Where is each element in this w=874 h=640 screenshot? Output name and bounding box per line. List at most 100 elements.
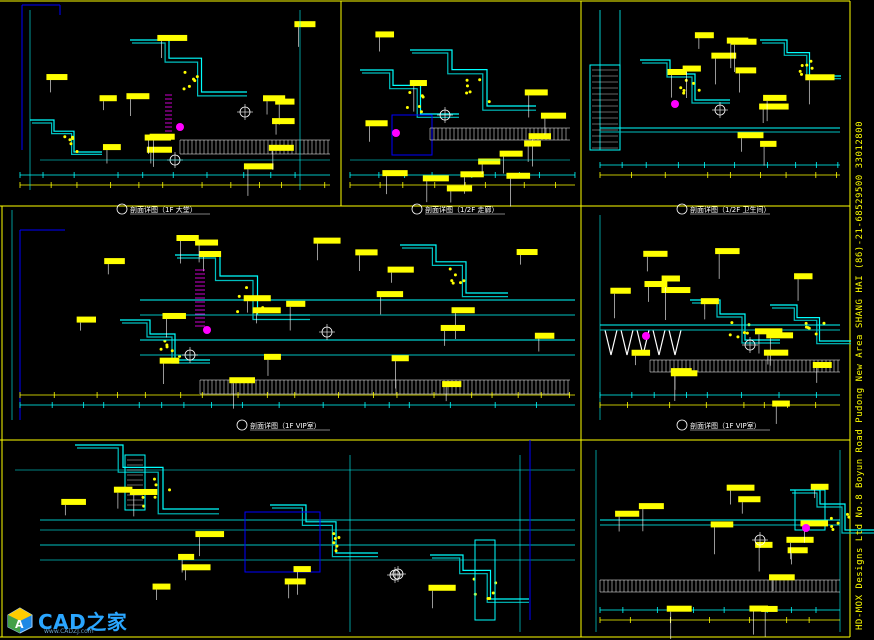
annotation-tag bbox=[787, 547, 808, 554]
ornament-dot bbox=[450, 279, 454, 283]
caption-marker-icon bbox=[116, 203, 128, 215]
ornament-dot bbox=[684, 78, 688, 82]
annotation-tag bbox=[263, 95, 286, 102]
caption-marker-icon bbox=[236, 419, 248, 431]
annotation-tag bbox=[812, 361, 832, 368]
annotation-tag bbox=[176, 235, 199, 242]
annotation-tag bbox=[293, 566, 311, 573]
ornament-dot bbox=[465, 91, 469, 95]
annotation-tag bbox=[670, 370, 698, 377]
annotation-tag bbox=[610, 287, 631, 294]
annotation-tag bbox=[428, 584, 456, 591]
caption-marker-icon bbox=[676, 419, 688, 431]
svg-text:A: A bbox=[15, 618, 24, 631]
cad-profile bbox=[430, 554, 529, 600]
annotation-tag bbox=[446, 185, 473, 192]
section-caption: 剖面详图（1/2F 卫生间） bbox=[676, 203, 771, 215]
annotation-tag bbox=[726, 484, 755, 491]
ornament-dot bbox=[478, 78, 482, 82]
ornament-dot bbox=[337, 536, 341, 540]
annotation-tag bbox=[786, 536, 814, 543]
caption-label: 剖面详图（1F 大堂） bbox=[130, 205, 197, 214]
annotation-tag bbox=[195, 239, 219, 246]
ornament-dot bbox=[487, 100, 491, 104]
ornament-dot bbox=[332, 541, 336, 545]
ornament-dot bbox=[63, 135, 67, 139]
ornament-dot bbox=[245, 286, 249, 290]
cad-profile bbox=[132, 42, 247, 97]
ornament-dot bbox=[830, 525, 834, 529]
cad-profile bbox=[122, 322, 210, 364]
annotation-tag bbox=[162, 312, 186, 319]
section-caption: 剖面详图（1/2F 走廊） bbox=[411, 203, 505, 215]
ornament-dot bbox=[730, 321, 734, 325]
ornament-dot bbox=[182, 87, 186, 91]
ornament-dot bbox=[195, 75, 199, 79]
annotation-tag bbox=[268, 144, 294, 151]
cad-profile bbox=[362, 72, 459, 118]
ornament-dot bbox=[405, 106, 409, 110]
annotation-tag bbox=[46, 74, 68, 81]
annotation-tag bbox=[181, 564, 211, 571]
cad-profile bbox=[177, 257, 310, 321]
annotation-tag bbox=[666, 605, 692, 612]
ornament-dot bbox=[829, 516, 833, 520]
annotation-tag bbox=[749, 605, 769, 612]
annotation-tag bbox=[715, 248, 740, 255]
annotation-tag bbox=[129, 488, 158, 495]
ornament-dot bbox=[465, 84, 469, 88]
annotation-tag bbox=[422, 175, 449, 182]
ornament-dot bbox=[451, 281, 455, 285]
ornament-dot bbox=[728, 333, 732, 337]
annotation-tag bbox=[694, 32, 714, 39]
cad-logo-icon: A bbox=[7, 607, 33, 634]
caption-label: 剖面详图（1/2F 卫生间） bbox=[690, 205, 771, 214]
annotation-tag bbox=[769, 574, 795, 581]
annotation-tag bbox=[275, 98, 295, 105]
annotation-tag bbox=[243, 163, 274, 170]
annotation-tag bbox=[800, 520, 829, 527]
ornament-dot bbox=[805, 63, 809, 67]
annotation-tag bbox=[376, 291, 404, 298]
cad-profile bbox=[432, 557, 529, 603]
annotation-tag bbox=[146, 146, 173, 153]
caption-label: 剖面详图（1/2F 走廊） bbox=[425, 205, 499, 214]
annotation-tag bbox=[451, 307, 475, 314]
caption-label: 剖面详图（1F VIP室） bbox=[250, 421, 321, 430]
annotation-tag bbox=[126, 93, 150, 100]
annotation-tag bbox=[252, 307, 281, 314]
ornament-dot bbox=[237, 294, 241, 298]
annotation-tag bbox=[763, 349, 789, 356]
annotation-tag bbox=[682, 65, 701, 72]
section-captions: 剖面详图（1F 大堂） 剖面详图（1/2F 走廊） 剖面详图（1/2F 卫生间） 剖面… bbox=[116, 203, 771, 431]
annotation-tag bbox=[61, 498, 86, 505]
caption-marker-icon bbox=[676, 203, 688, 215]
ornament-dot bbox=[742, 331, 746, 335]
section-caption: 剖面详图（1F VIP室） bbox=[236, 419, 330, 431]
annotation-tag bbox=[794, 273, 813, 280]
annotation-tag bbox=[754, 328, 783, 335]
annotation-tag bbox=[524, 140, 541, 147]
cad-profile bbox=[77, 447, 219, 515]
cad-profile bbox=[120, 319, 210, 361]
cad-profile bbox=[772, 307, 851, 345]
ornament-dot bbox=[183, 70, 187, 74]
cad-profile bbox=[642, 62, 730, 104]
ornament-dot bbox=[491, 591, 495, 595]
column bbox=[124, 454, 146, 511]
annotation-tag bbox=[157, 34, 188, 41]
annotation-tag bbox=[534, 332, 555, 339]
highlight-box bbox=[244, 511, 321, 573]
cad-profile bbox=[270, 504, 378, 554]
annotation-tag bbox=[460, 171, 484, 178]
detail-marker bbox=[671, 100, 679, 108]
annotation-tag bbox=[272, 118, 295, 125]
ornament-dot bbox=[800, 64, 804, 68]
ornament-dot bbox=[831, 527, 835, 531]
ornament-dot bbox=[682, 91, 686, 95]
annotation-tag bbox=[284, 578, 306, 585]
ornament-dot bbox=[814, 332, 818, 336]
annotation-tag bbox=[409, 80, 427, 87]
annotation-tag bbox=[286, 300, 306, 307]
